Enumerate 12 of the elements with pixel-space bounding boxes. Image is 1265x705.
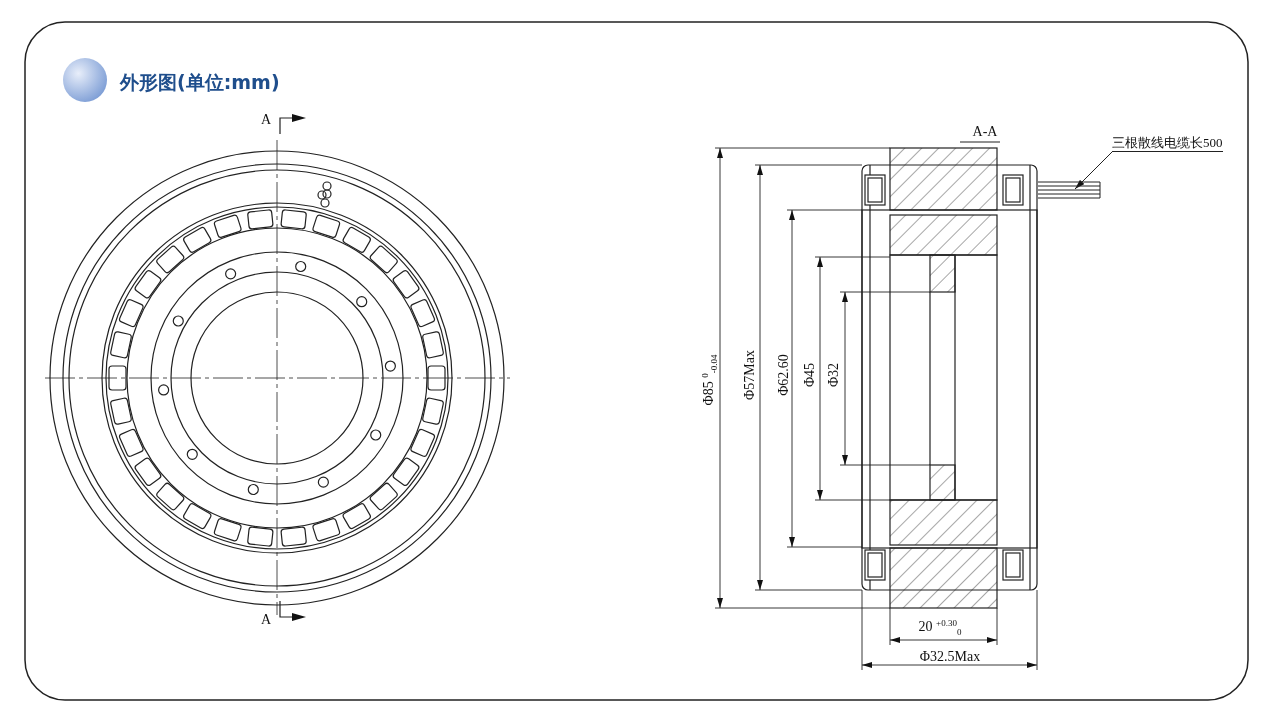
dimension-text: Φ62.60 bbox=[777, 354, 791, 396]
section-label: A-A bbox=[972, 125, 998, 139]
dimension-text: Φ57Max bbox=[743, 350, 757, 400]
leader-line bbox=[1074, 151, 1113, 190]
dimension-text: Φ45 bbox=[803, 362, 817, 388]
section-label: A bbox=[260, 613, 272, 627]
section-heading: 外形图(单位:mm) bbox=[120, 70, 280, 95]
cable-drawing bbox=[1038, 180, 1102, 200]
section-label: A bbox=[260, 113, 272, 127]
dimension-text: Φ32 bbox=[827, 362, 841, 388]
cable-note: 三根散线电缆长500 bbox=[1112, 136, 1223, 152]
dimension-text: Φ32.5Max bbox=[919, 650, 981, 664]
